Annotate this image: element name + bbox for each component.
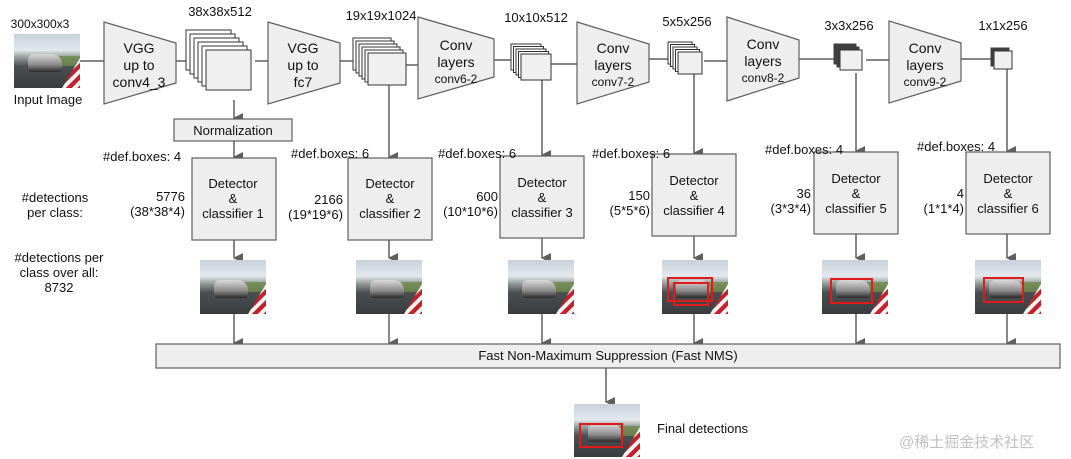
input-image (14, 34, 80, 88)
detection-image-2 (356, 260, 422, 314)
feature-map-size-3: 10x10x512 (504, 10, 568, 25)
feature-map-stack-1 (205, 49, 252, 91)
detection-image-4 (662, 260, 728, 314)
conv9-2-trapezoid (888, 20, 962, 104)
detector-box-3 (499, 155, 585, 239)
detection-image-6 (975, 260, 1041, 314)
input-image-caption: Input Image (13, 92, 83, 107)
bounding-box (830, 278, 873, 304)
detection-image-1 (200, 260, 266, 314)
input-size-label: 300x300x3 (10, 17, 70, 31)
bounding-box (667, 277, 713, 302)
feature-map-stack-6 (993, 50, 1013, 70)
feature-map-size-1: 38x38x512 (188, 4, 252, 19)
fast-nms-box (155, 343, 1061, 369)
detector-3-label: Detector&classifier 3 (511, 175, 573, 220)
detection-image-5 (822, 260, 888, 314)
detection-count-4: 150(5*5*6) (609, 188, 650, 218)
conv6-2-trapezoid (417, 16, 495, 100)
bounding-box (673, 282, 709, 306)
detection-count-6: 4(1*1*4) (923, 186, 964, 216)
detector-2-label: Detector&classifier 2 (359, 176, 421, 221)
normalization-box (173, 118, 293, 142)
conv8-2-trapezoid (726, 16, 800, 102)
detector-5-label: Detector&classifier 5 (825, 171, 887, 216)
detector-box-2 (347, 157, 433, 241)
vgg-conv4-3-trapezoid (103, 21, 177, 105)
detection-image-3 (508, 260, 574, 314)
detection-count-1: 5776(38*38*4) (130, 189, 185, 219)
final-detections-label: Final detections (657, 421, 749, 436)
feature-map-stack-2 (367, 52, 407, 86)
detector-box-6 (965, 151, 1051, 235)
feature-map-stack-3 (520, 53, 552, 81)
feature-map-size-5: 3x3x256 (824, 18, 874, 33)
detection-count-5: 36(3*3*4) (770, 186, 811, 216)
def-boxes-6: #def.boxes: 4 (917, 139, 996, 154)
detector-box-5 (813, 151, 899, 235)
detector-box-4 (651, 153, 737, 237)
conv7-2-trapezoid (576, 21, 650, 105)
feature-map-size-2: 19x19x1024 (345, 8, 417, 23)
feature-map-stack-5 (839, 49, 863, 71)
bounding-box (983, 277, 1024, 303)
bounding-box (579, 423, 623, 448)
detection-count-2: 2166(19*19*6) (288, 192, 343, 222)
detector-1-label: Detector&classifier 1 (202, 176, 264, 221)
feature-map-size-4: 5x5x256 (662, 14, 712, 29)
def-boxes-4: #def.boxes: 6 (592, 146, 671, 161)
vgg-fc7-trapezoid (267, 21, 341, 105)
def-boxes-5: #def.boxes: 4 (765, 142, 844, 157)
detection-count-3: 600(10*10*6) (443, 189, 498, 219)
final-detection-image (574, 404, 640, 457)
detector-box-1 (191, 157, 277, 241)
watermark: @稀土掘金技术社区 (899, 434, 1035, 451)
def-boxes-3: #def.boxes: 6 (438, 146, 517, 161)
detector-6-label: Detector&classifier 6 (977, 171, 1039, 216)
normalization-label: Normalization (193, 123, 273, 138)
def-boxes-2: #def.boxes: 6 (291, 146, 370, 161)
fast-nms-label: Fast Non-Maximum Suppression (Fast NMS) (478, 348, 738, 363)
feature-map-size-6: 1x1x256 (978, 18, 1028, 33)
feature-map-stack-4 (677, 51, 703, 75)
detector-4-label: Detector&classifier 4 (663, 173, 725, 218)
def-boxes-1: #def.boxes: 4 (103, 149, 182, 164)
